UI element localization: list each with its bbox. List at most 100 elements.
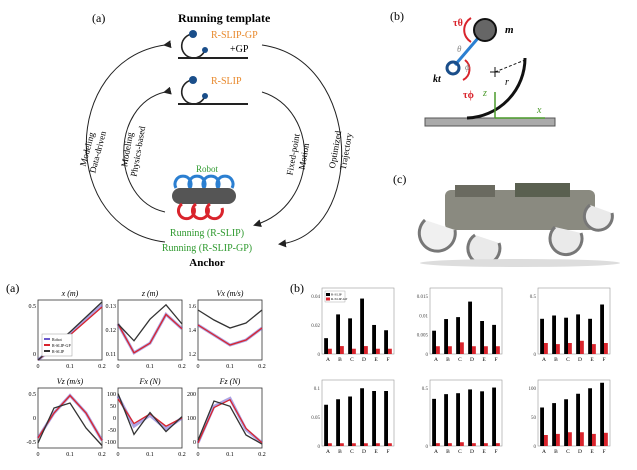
- x-tick-label: C: [458, 449, 462, 455]
- bar-C-R-SLIP: [456, 317, 460, 354]
- bar-E-R-SLIP-GP: [484, 346, 488, 354]
- bar-E-R-SLIP: [372, 324, 376, 354]
- bar-E-R-SLIP-GP: [376, 443, 380, 446]
- arc-data-driven: [85, 40, 172, 243]
- bar-D-R-SLIP-GP: [364, 346, 368, 354]
- bar-legend: [324, 290, 346, 303]
- y-tick-label: 1.2: [189, 352, 197, 358]
- robot-sketch-icon: [172, 174, 236, 221]
- rslip-model-figure: (b) τθ m kt θ ϕ τϕ r z x: [390, 9, 556, 127]
- tau-theta-arrow: [463, 17, 472, 43]
- bar-A-R-SLIP-GP: [436, 346, 440, 354]
- y-tick-label: 100: [529, 387, 537, 392]
- bar-F-R-SLIP: [384, 330, 388, 354]
- bar-B-R-SLIP-GP: [448, 346, 452, 354]
- legend-swatch: [326, 293, 330, 296]
- x-tick-label: D: [578, 357, 582, 363]
- symbol-r: r: [505, 77, 509, 88]
- x-tick-label: A: [542, 449, 546, 455]
- y-tick-label: -50: [108, 428, 116, 434]
- y-tick-label: -0.5: [27, 440, 37, 446]
- bar-E-R-SLIP-GP: [592, 433, 596, 446]
- bar-B-R-SLIP-GP: [448, 443, 452, 446]
- legend-label: R-SLIP: [331, 293, 342, 297]
- x-tick-label: D: [470, 357, 474, 363]
- x-tick-label: C: [566, 357, 570, 363]
- x-tick-label: A: [434, 449, 438, 455]
- plot-frame: [429, 287, 503, 355]
- bar-B-R-SLIP-GP: [556, 433, 560, 446]
- symbol-z: z: [482, 88, 487, 99]
- bar-E-R-SLIP-GP: [376, 348, 380, 354]
- y-tick-label: 0.5: [29, 304, 37, 310]
- bar-A-R-SLIP-GP: [328, 443, 332, 446]
- x-tick-label: A: [326, 357, 330, 363]
- anchor-label: Anchor: [189, 257, 225, 269]
- spring-joint-icon: [445, 60, 461, 76]
- bar-A-R-SLIP-GP: [544, 435, 548, 446]
- arc-label-data-driven: ModelingData-driven: [77, 127, 109, 174]
- y-tick-label: 0.02: [311, 324, 320, 329]
- symbol-theta: θ: [457, 44, 462, 54]
- bar-A-R-SLIP-GP: [328, 348, 332, 354]
- bar-C-R-SLIP-GP: [352, 348, 356, 354]
- x-tick-label: 0.1: [146, 452, 154, 458]
- line-chart-title: Vz (m/s): [57, 377, 84, 386]
- symbol-x: x: [536, 105, 542, 116]
- bar-C-R-SLIP-GP: [460, 442, 464, 446]
- bar-F-R-SLIP-GP: [496, 443, 500, 446]
- x-tick-label: 0.2: [258, 452, 266, 458]
- y-tick-label: 0.015: [417, 295, 429, 300]
- bar-F-R-SLIP-GP: [604, 343, 608, 354]
- bar-C-R-SLIP: [348, 396, 352, 446]
- y-tick-label: 0: [113, 416, 116, 422]
- x-tick-label: D: [470, 449, 474, 455]
- panel-label-c: (c): [393, 172, 406, 186]
- bar-A-R-SLIP: [540, 407, 544, 446]
- series-line-R-SLIP-GP: [117, 313, 183, 354]
- plot-frame: [37, 387, 103, 449]
- x-tick-label: D: [362, 449, 366, 455]
- x-tick-label: F: [494, 357, 497, 363]
- x-tick-label: F: [494, 449, 497, 455]
- plot-frame: [537, 379, 611, 447]
- bar-E-R-SLIP-GP: [484, 443, 488, 446]
- bar-A-R-SLIP: [432, 398, 436, 446]
- bar-D-R-SLIP: [468, 389, 472, 446]
- bar-B-R-SLIP: [552, 315, 556, 354]
- plot-frame: [429, 379, 503, 447]
- symbol-k: kt: [433, 74, 442, 85]
- series-line-R-SLIP: [117, 393, 183, 436]
- plot-frame: [37, 299, 103, 361]
- panel-label-b-top: (b): [390, 9, 404, 23]
- arc-label-fixed-point: Fixed-pointMotion: [284, 132, 312, 177]
- y-tick-label: 50: [110, 404, 116, 410]
- symbol-tau-theta: τθ: [453, 18, 463, 29]
- arc-optimized: [261, 44, 342, 248]
- arc-label-physics-based: ModelingPhysics-based: [118, 123, 148, 177]
- bar-C-R-SLIP: [564, 317, 568, 354]
- y-tick-label: 0: [33, 352, 36, 358]
- x-tick-label: F: [386, 449, 389, 455]
- bar-D-R-SLIP: [576, 393, 580, 446]
- plot-frame: [537, 287, 611, 355]
- legend-label: R-SLIP-GP: [331, 297, 347, 301]
- x-tick-label: 0.2: [98, 452, 106, 458]
- series-line-Robot: [36, 393, 104, 442]
- x-tick-label: 0.1: [226, 364, 234, 370]
- x-tick-label: 0.2: [178, 452, 186, 458]
- bar-D-R-SLIP-GP: [580, 432, 584, 446]
- x-tick-label: B: [338, 449, 342, 455]
- rslip-model-icon: [178, 76, 248, 105]
- x-tick-label: A: [434, 357, 438, 363]
- series-line-R-SLIP-GP: [37, 394, 103, 441]
- x-tick-label: D: [362, 357, 366, 363]
- bar-C-R-SLIP-GP: [568, 432, 572, 446]
- x-tick-label: 0: [37, 452, 40, 458]
- bar-B-R-SLIP: [552, 403, 556, 446]
- rslip-gp-model-icon: [178, 30, 248, 59]
- y-tick-label: 0: [318, 445, 321, 450]
- panel-label-a-top: (a): [92, 11, 105, 25]
